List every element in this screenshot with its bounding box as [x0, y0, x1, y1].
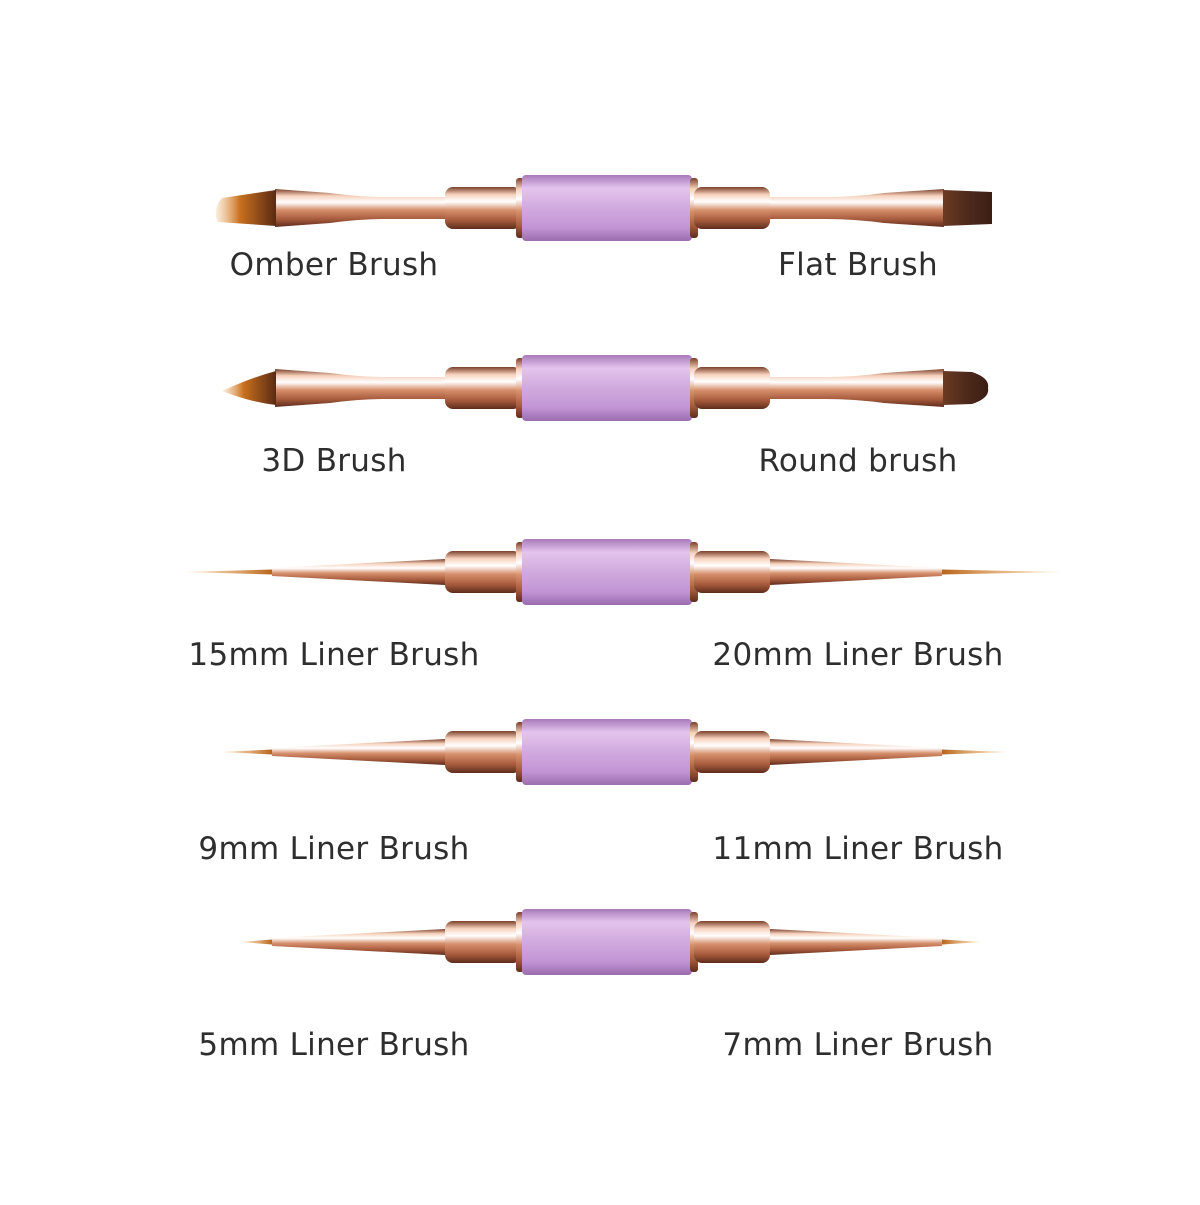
- double-ended-brush: [184, 539, 1062, 605]
- right-brush-label: 20mm Liner Brush: [712, 637, 1004, 673]
- left-ferrule: [445, 187, 521, 229]
- flat-bristle: [943, 190, 992, 226]
- left-ferrule: [445, 731, 521, 773]
- right-tapered-shaft: [770, 559, 942, 585]
- right-tapered-shaft: [770, 739, 942, 765]
- right-shaft: [770, 369, 944, 407]
- right-brush-label: Round brush: [758, 443, 958, 479]
- right-ferrule: [694, 731, 770, 773]
- lilac-grip: [522, 719, 692, 785]
- left-brush-label: 9mm Liner Brush: [198, 831, 470, 867]
- right-ferrule: [694, 551, 770, 593]
- right-ferrule: [694, 921, 770, 963]
- double-ended-brush: [240, 909, 982, 975]
- left-brush-label: 15mm Liner Brush: [188, 637, 480, 673]
- right-ferrule: [694, 367, 770, 409]
- left-liner-bristle: [184, 569, 272, 575]
- right-liner-bristle: [942, 939, 982, 945]
- double-ended-brush: [222, 355, 989, 421]
- right-tapered-shaft: [770, 929, 942, 955]
- left-shaft: [275, 369, 445, 407]
- left-brush-label: 5mm Liner Brush: [198, 1027, 470, 1063]
- ombre-bristle: [215, 190, 276, 226]
- right-brush-label: Flat Brush: [778, 247, 938, 283]
- right-ferrule: [694, 187, 770, 229]
- double-ended-brush: [215, 175, 992, 241]
- double-ended-brush: [220, 719, 1008, 785]
- right-liner-bristle: [942, 569, 1062, 575]
- lilac-grip: [522, 175, 692, 241]
- left-tapered-shaft: [272, 739, 445, 765]
- left-ferrule: [445, 921, 521, 963]
- left-brush-label: Omber Brush: [229, 247, 439, 283]
- right-shaft: [770, 189, 944, 227]
- lilac-grip: [522, 909, 692, 975]
- lilac-grip: [522, 355, 692, 421]
- lilac-grip: [522, 539, 692, 605]
- left-ferrule: [445, 551, 521, 593]
- left-liner-bristle: [220, 749, 272, 755]
- point-bristle: [222, 371, 276, 405]
- left-shaft: [275, 189, 445, 227]
- right-brush-label: 7mm Liner Brush: [722, 1027, 994, 1063]
- round-bristle: [943, 371, 989, 405]
- left-tapered-shaft: [272, 929, 445, 955]
- left-liner-bristle: [240, 939, 272, 945]
- right-liner-bristle: [942, 749, 1008, 755]
- left-ferrule: [445, 367, 521, 409]
- right-brush-label: 11mm Liner Brush: [712, 831, 1004, 867]
- left-tapered-shaft: [272, 559, 445, 585]
- left-brush-label: 3D Brush: [261, 443, 407, 479]
